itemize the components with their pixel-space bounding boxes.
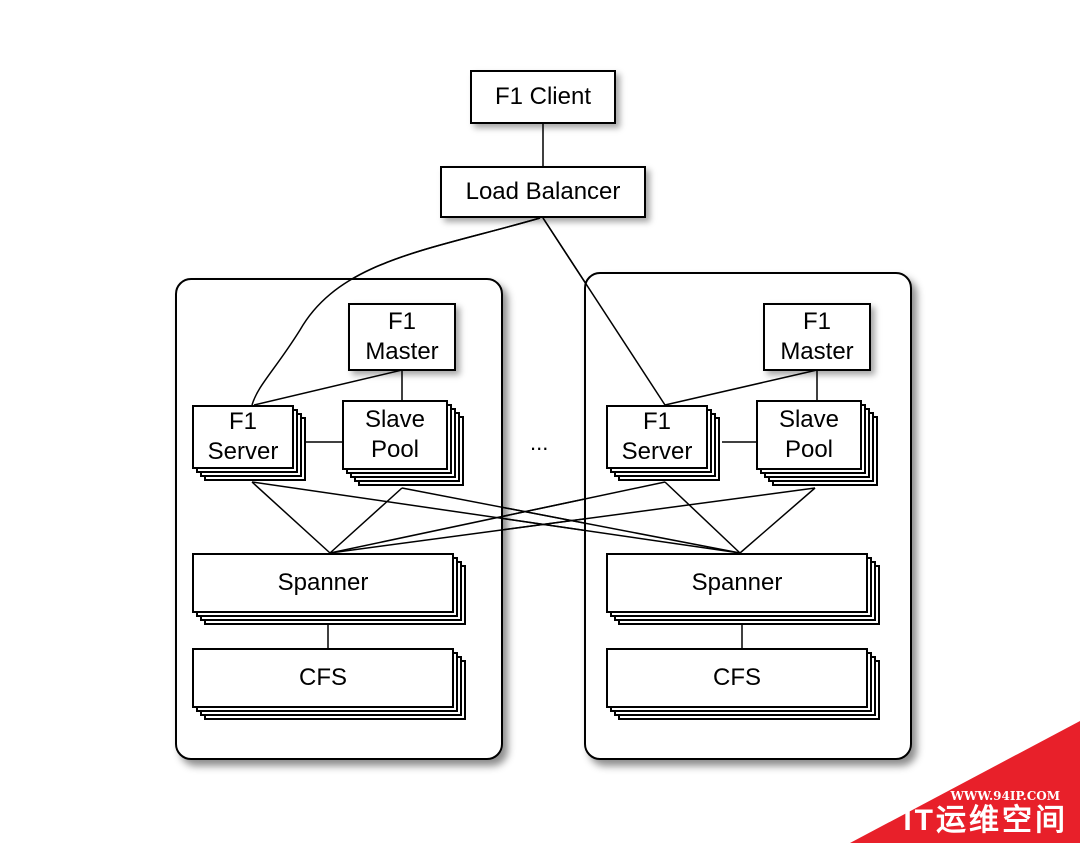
f1-server-stack-right: F1 Server bbox=[606, 405, 728, 487]
f1-client-label: F1 Client bbox=[494, 83, 592, 110]
watermark: WWW.94IP.COM IT运维空间 bbox=[850, 721, 1080, 843]
cfs-label: CFS bbox=[713, 664, 761, 691]
slave-pool-stack-right: Slave Pool bbox=[756, 400, 884, 492]
watermark-triangle-icon bbox=[850, 721, 1080, 843]
f1-server-label-line1: F1 bbox=[228, 408, 257, 435]
watermark-text: IT运维空间 bbox=[903, 804, 1068, 837]
spanner-stack-left: Spanner bbox=[192, 553, 468, 631]
f1-client-box: F1 Client bbox=[470, 70, 616, 124]
spanner-label: Spanner bbox=[277, 569, 369, 596]
f1-server-label-line1: F1 bbox=[642, 408, 671, 435]
more-datacenters-ellipsis: ... bbox=[530, 430, 549, 455]
f1-server-label-line2: Server bbox=[621, 438, 693, 465]
slave-pool-label-line2: Pool bbox=[370, 436, 420, 463]
load-balancer-box: Load Balancer bbox=[440, 166, 646, 218]
f1-server-label-line2: Server bbox=[207, 438, 279, 465]
cfs-stack-right: CFS bbox=[606, 648, 882, 726]
slave-pool-label-line1: Slave bbox=[364, 406, 426, 433]
slave-pool-label-line2: Pool bbox=[784, 436, 834, 463]
slave-pool-label-line1: Slave bbox=[778, 406, 840, 433]
f1-master-label-line2: Master bbox=[365, 338, 439, 365]
f1-master-label-line1: F1 bbox=[802, 308, 831, 335]
spanner-stack-right: Spanner bbox=[606, 553, 882, 631]
spanner-label: Spanner bbox=[691, 569, 783, 596]
f1-master-box-right: F1 Master bbox=[763, 303, 871, 371]
f1-master-label-line2: Master bbox=[780, 338, 854, 365]
cfs-stack-left: CFS bbox=[192, 648, 468, 726]
f1-server-stack-left: F1 Server bbox=[192, 405, 314, 487]
watermark-url: WWW.94IP.COM bbox=[950, 789, 1060, 803]
f1-master-label-line1: F1 bbox=[387, 308, 416, 335]
load-balancer-label: Load Balancer bbox=[465, 178, 621, 205]
f1-master-box-left: F1 Master bbox=[348, 303, 456, 371]
slave-pool-stack-left: Slave Pool bbox=[342, 400, 470, 492]
cfs-label: CFS bbox=[299, 664, 347, 691]
